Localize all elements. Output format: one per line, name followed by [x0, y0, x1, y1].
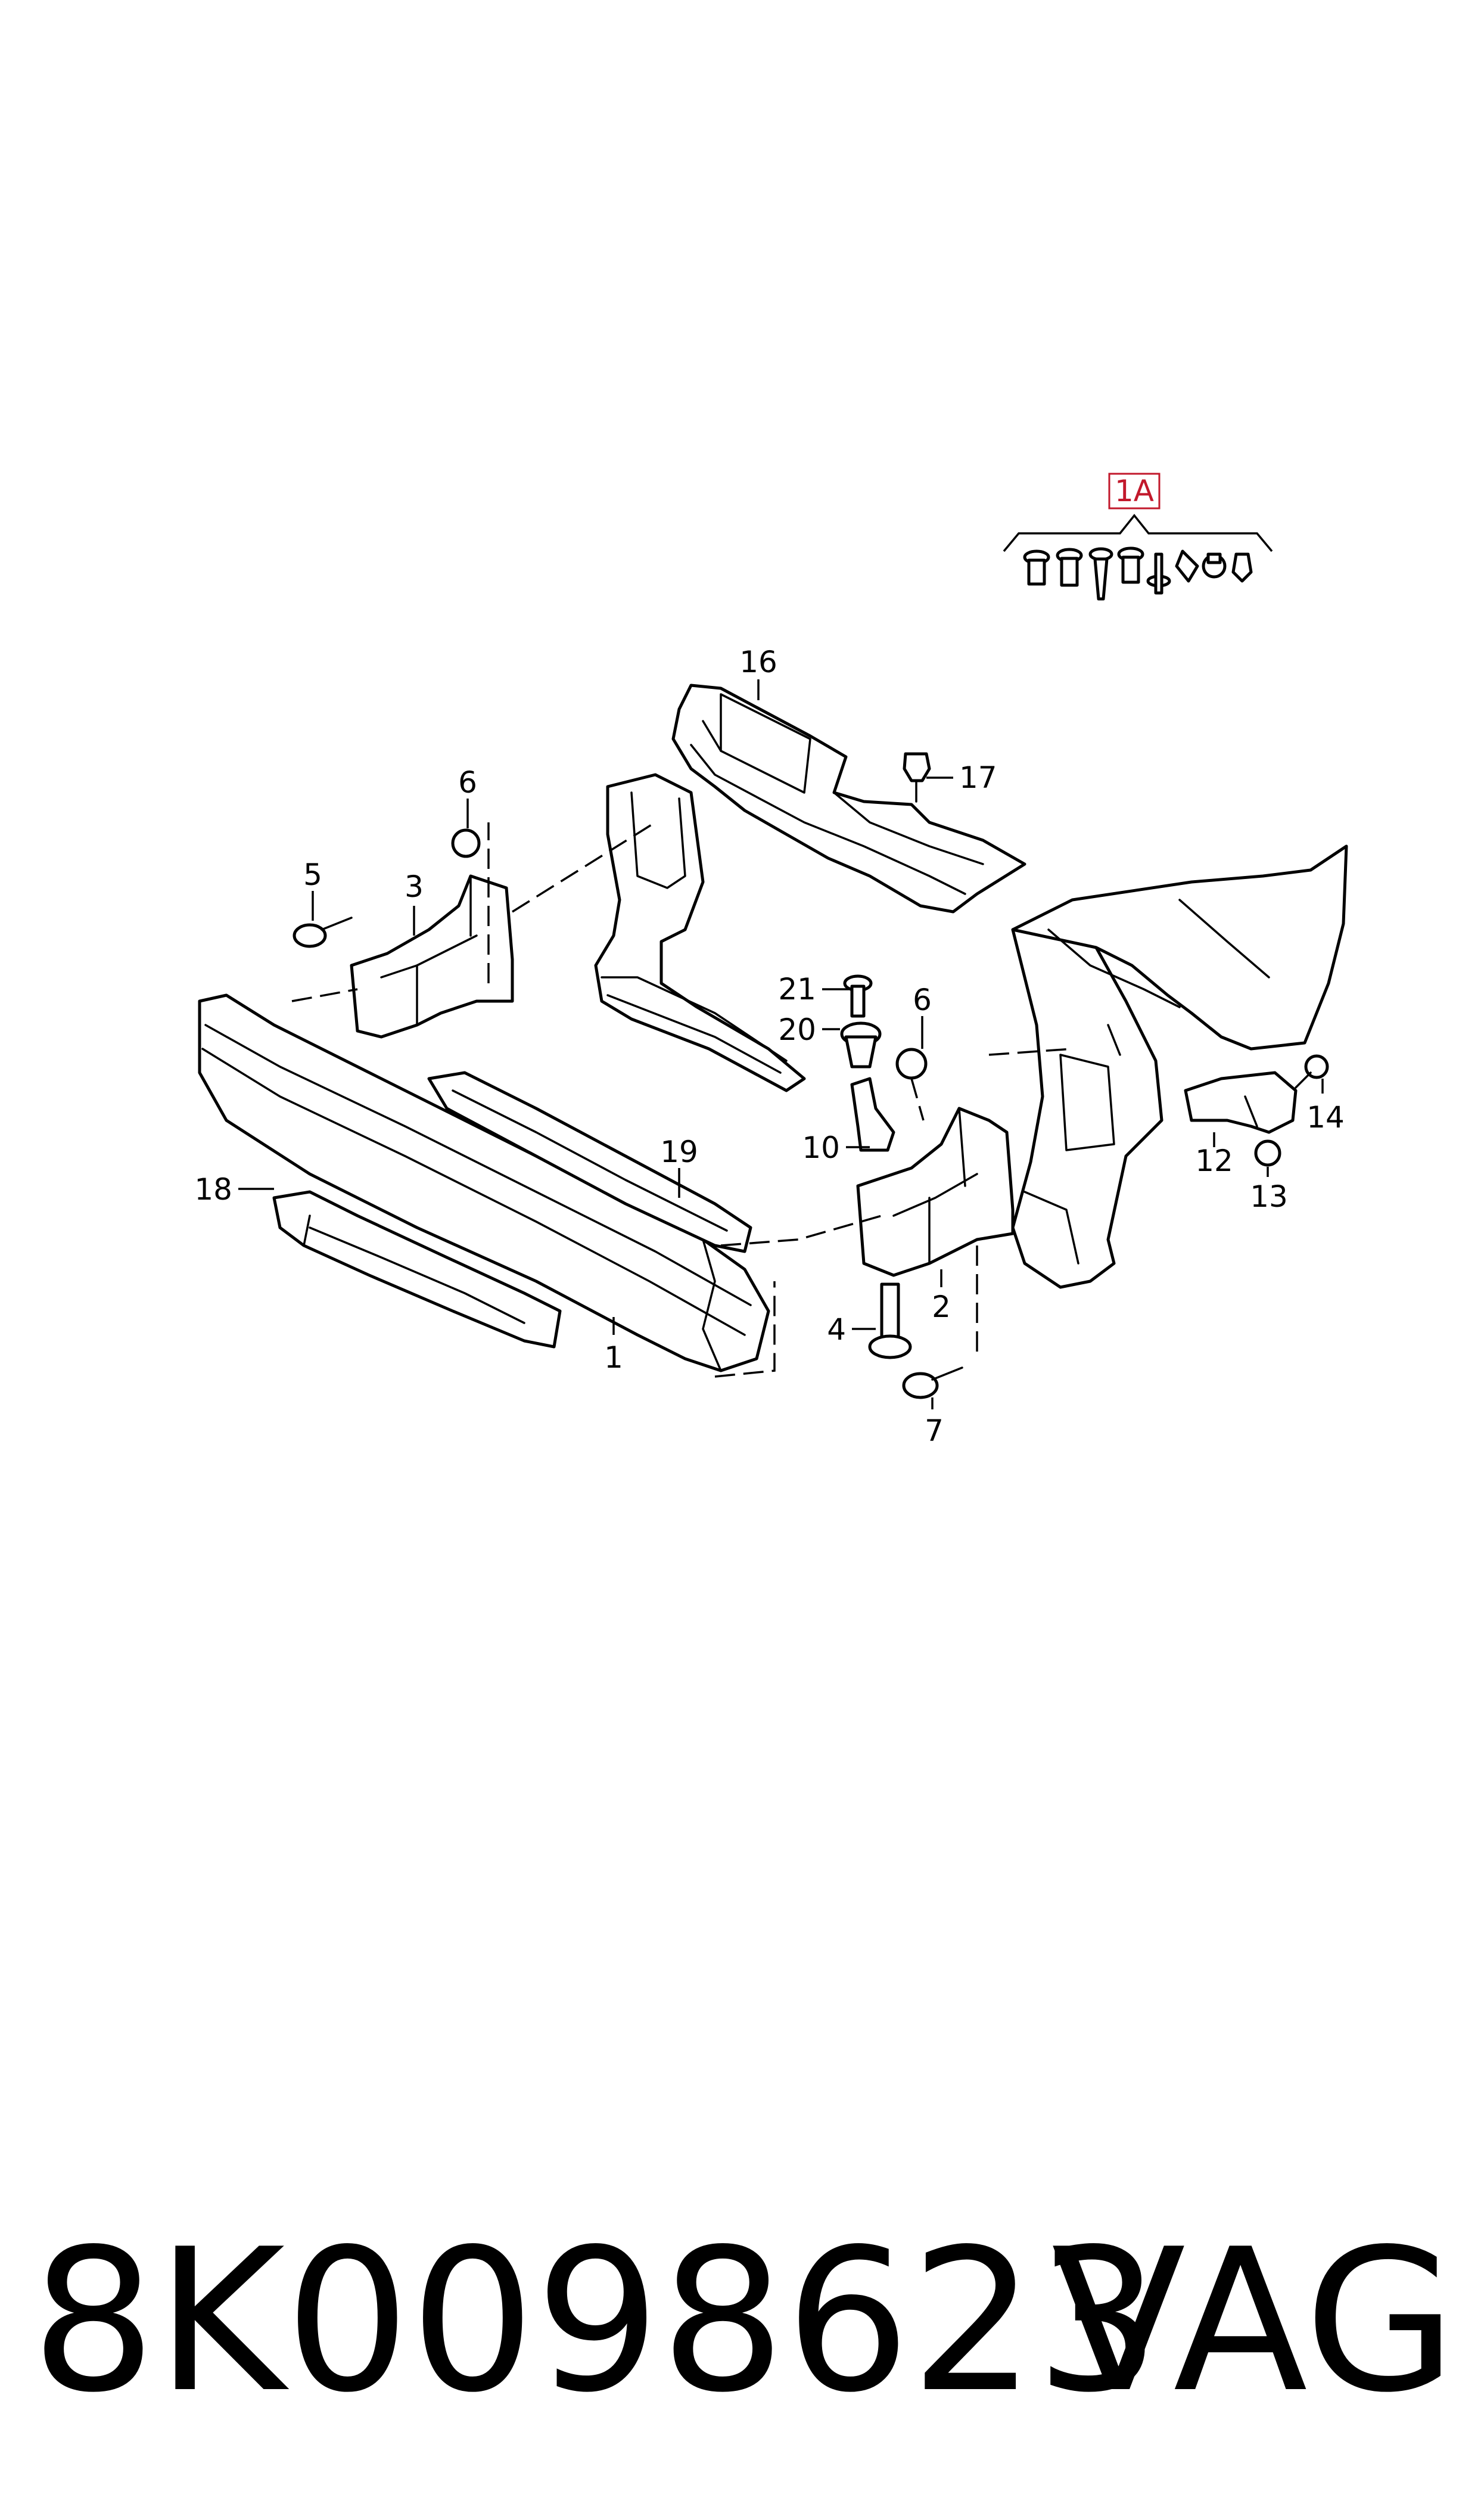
callout-13: 13 — [1250, 1179, 1288, 1214]
assembly-dashed-lines — [291, 821, 1073, 1378]
kit-screw-3-icon — [1088, 547, 1113, 601]
callout-6b: 6 — [913, 983, 932, 1017]
part-13-nut — [1254, 1139, 1281, 1167]
callout-6a: 6 — [458, 765, 477, 800]
part-14-screw — [1295, 1054, 1329, 1089]
part-16-upper-carrier — [671, 684, 1026, 914]
callout-21: 21 — [778, 972, 816, 1007]
callout-4: 4 — [827, 1312, 846, 1347]
part-7-screw — [902, 1366, 963, 1399]
kit-fasteners-icons — [1023, 546, 1253, 601]
callout-3: 3 — [405, 869, 424, 904]
callout-18: 18 — [194, 1172, 232, 1207]
part-right-side-member — [1011, 916, 1163, 1289]
part-1-bumper-beam — [198, 993, 770, 1372]
callout-1: 1 — [604, 1340, 623, 1375]
callout-16: 16 — [739, 645, 777, 679]
callout-7: 7 — [925, 1414, 944, 1448]
kit-bolt-1-icon — [1023, 549, 1050, 586]
kit-bolt-2-icon — [1056, 548, 1083, 587]
callout-12: 12 — [1195, 1144, 1233, 1178]
callout-19: 19 — [660, 1135, 698, 1169]
kit-1a-label-box — [1108, 473, 1161, 510]
part-6b-nut — [895, 1048, 928, 1080]
part-5-screw — [293, 917, 353, 948]
part-18-lower-absorber — [272, 1190, 562, 1349]
callout-17: 17 — [959, 760, 997, 795]
part-10-small-bracket — [850, 1077, 895, 1152]
kit-nut-7-icon — [1202, 552, 1227, 579]
part-6a-nut — [451, 828, 481, 858]
kit-bolt-4-icon — [1117, 546, 1144, 584]
part-12-side-bracket — [1184, 1071, 1298, 1134]
callout-20: 20 — [778, 1012, 816, 1047]
part-2-right-bracket — [856, 1107, 1015, 1277]
part-4-bolt — [868, 1282, 912, 1359]
kit-clip-6-icon — [1175, 549, 1199, 583]
fender-outline — [1011, 844, 1348, 1051]
part-left-side-member — [594, 773, 806, 1092]
kit-rivet-5-icon — [1146, 552, 1171, 595]
part-21-bolt — [843, 974, 873, 1018]
kit-1a-group: 1A — [1003, 473, 1273, 601]
part-19-upper-strip — [427, 1071, 752, 1253]
callouts: 16 17 6 5 3 21 20 6 19 10 18 12 — [194, 645, 1344, 1448]
brand-name: VAG — [1051, 2207, 1457, 2436]
part-17-clip — [903, 752, 931, 803]
callout-10: 10 — [802, 1130, 840, 1165]
callout-5: 5 — [303, 858, 322, 892]
part-3-left-bracket — [350, 874, 514, 1039]
part-20-grommet — [840, 1021, 882, 1069]
callout-2: 2 — [932, 1290, 951, 1324]
callout-1a: 1A — [1115, 474, 1154, 508]
kit-clip-8-icon — [1231, 552, 1253, 583]
part-number: 8K0098623 — [31, 2207, 1161, 2436]
kit-1a-brace — [1003, 514, 1273, 552]
callout-14: 14 — [1306, 1100, 1345, 1135]
